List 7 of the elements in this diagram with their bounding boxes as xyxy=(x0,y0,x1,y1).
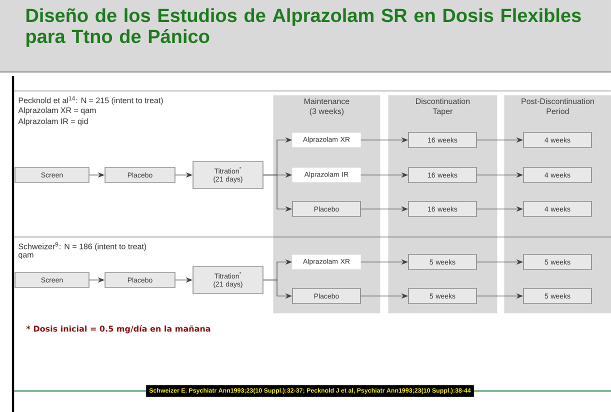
slide-title: Diseño de los Estudios de Alprazolam SR en Dosis Flexibles para Ttno de Pánico xyxy=(26,8,581,47)
study-note: Pecknold et al$^{14}$: N = 215 (intent to treat) xyxy=(18,96,163,105)
study-note: qam xyxy=(18,253,34,260)
study-note: Alprazolam IR = qid xyxy=(18,118,88,126)
study-note: Alprazolam XR = qam xyxy=(18,107,96,115)
footnote: * Dosis inicial = 0.5 mg/día en la mañana xyxy=(26,325,210,334)
study-note: Schweizer$^{9}$: N = 186 (intent to treat) xyxy=(18,242,146,251)
